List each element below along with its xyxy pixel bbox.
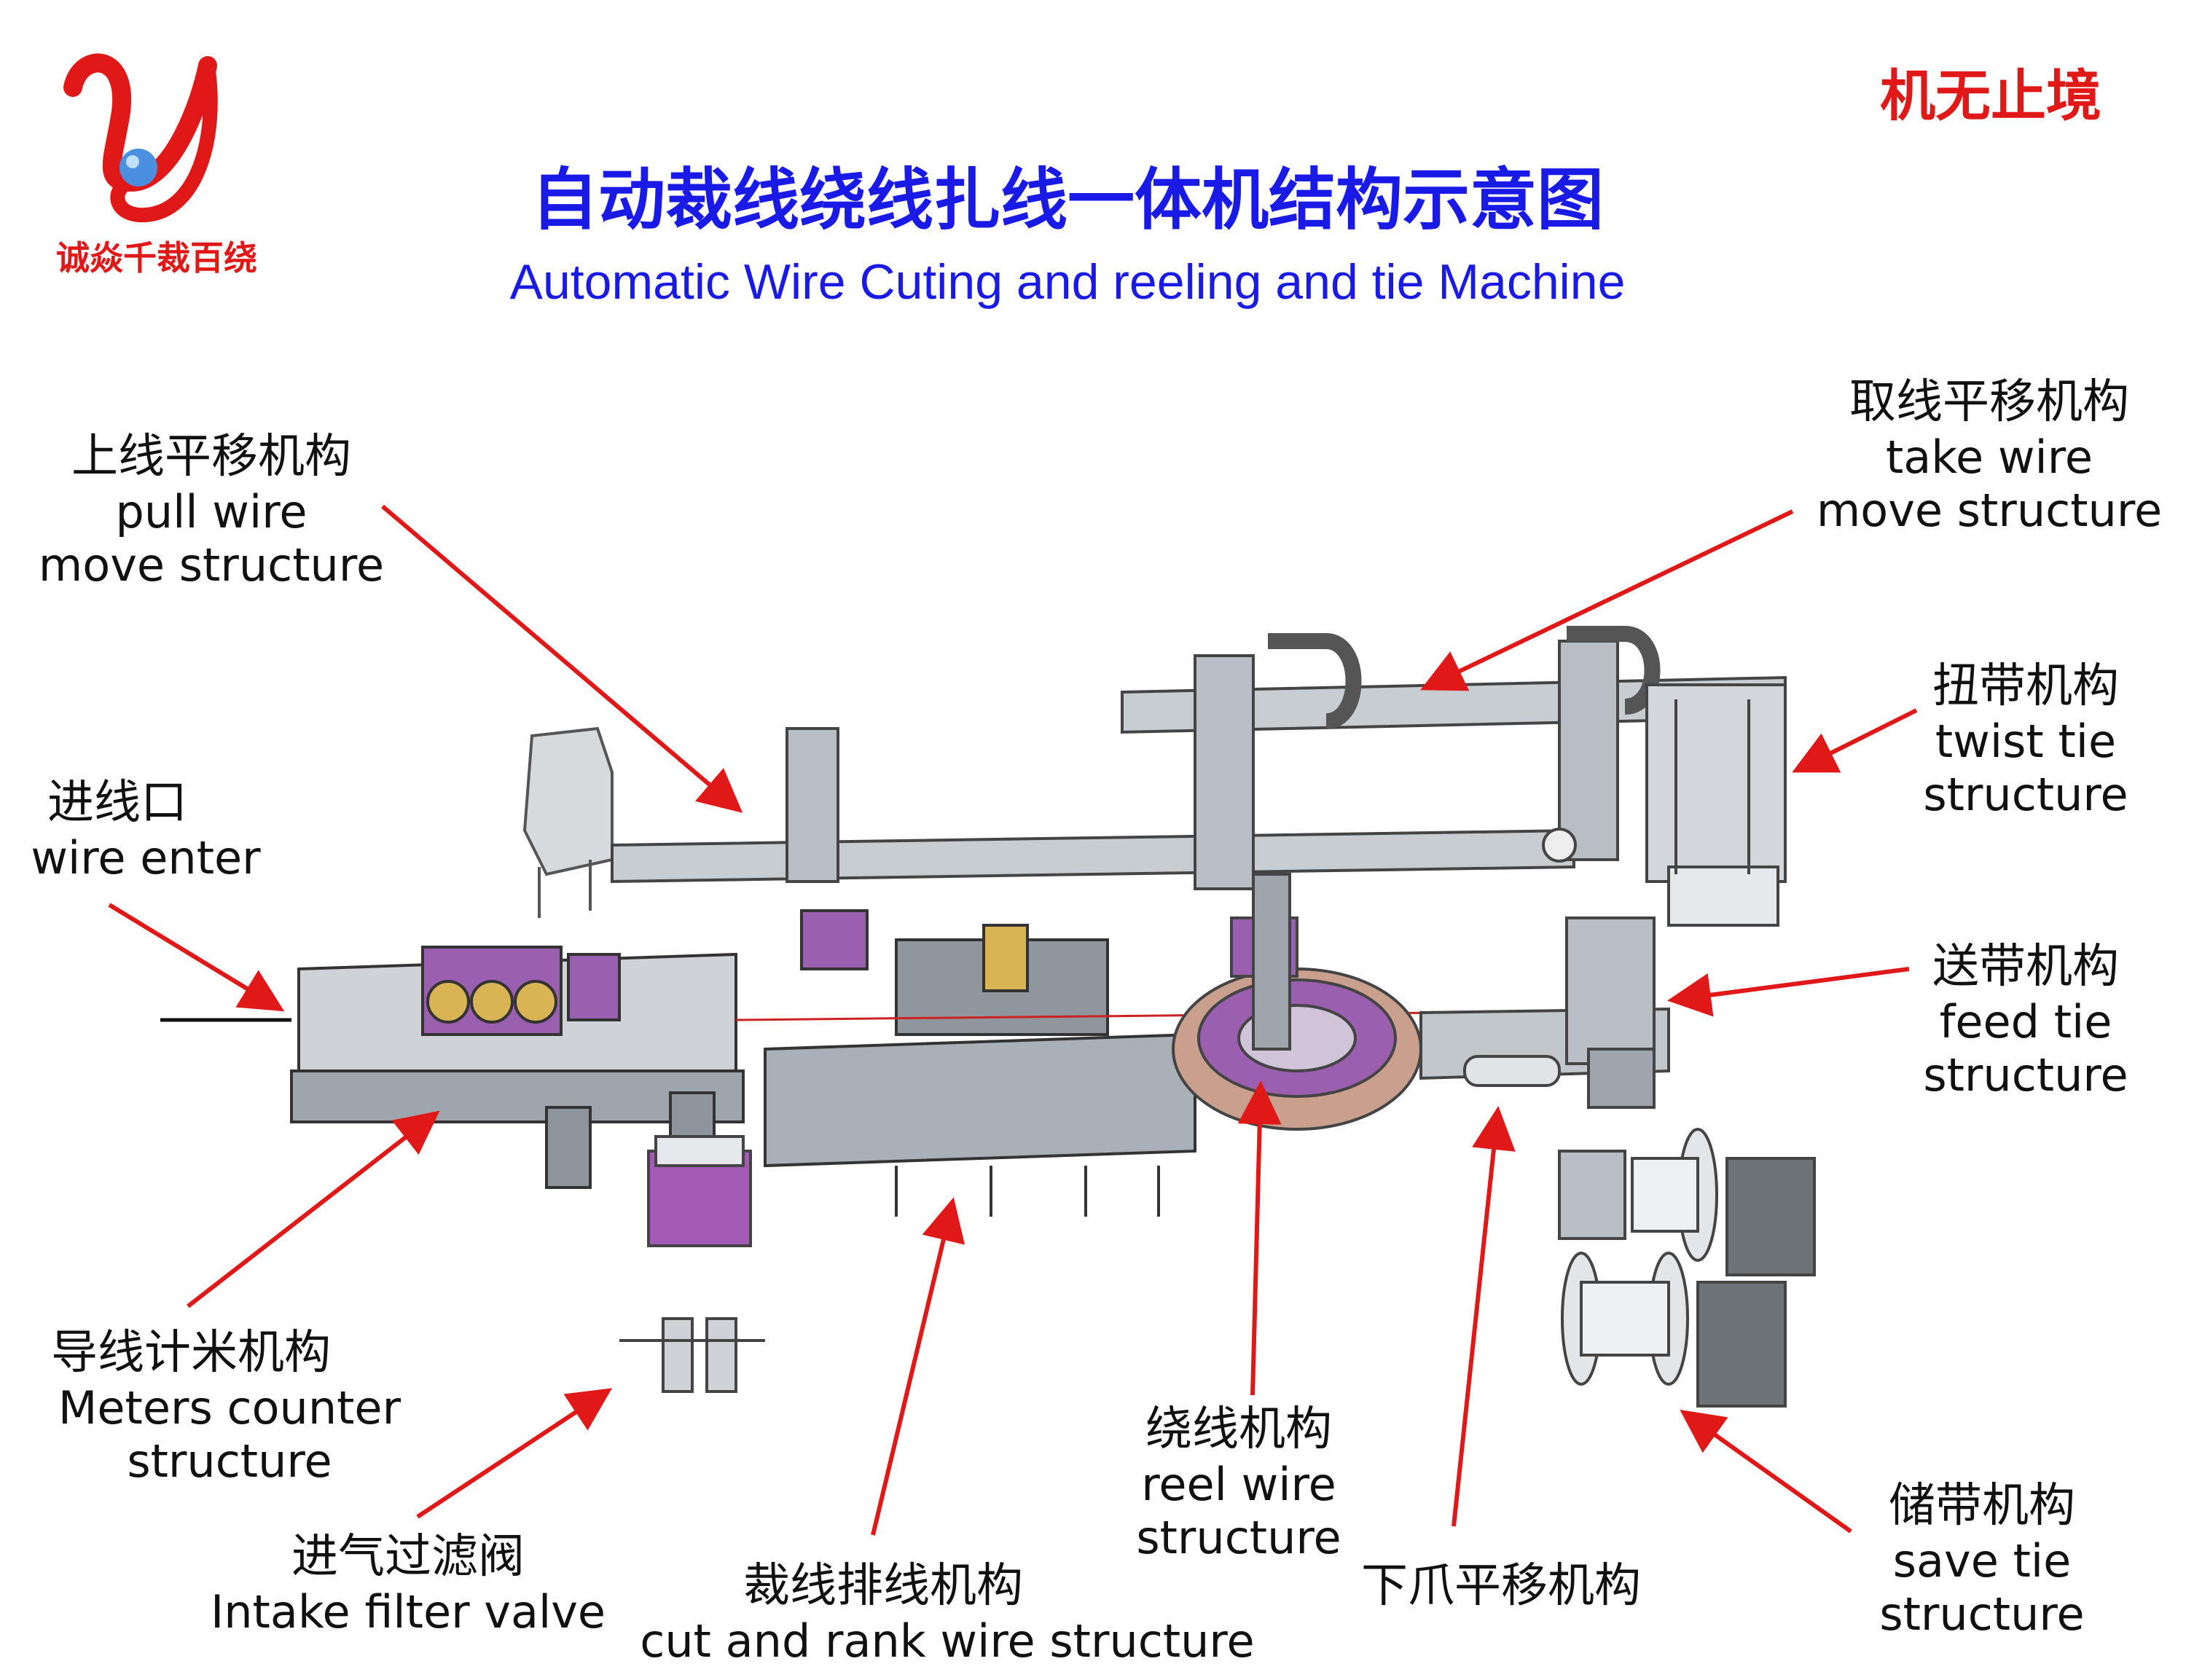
logo-y-icon bbox=[63, 53, 218, 223]
label-zh: 储带机构 bbox=[1889, 1479, 2075, 1533]
arrow-take-wire bbox=[1420, 509, 1794, 691]
label-zh: 进线口 bbox=[47, 776, 187, 830]
air-tank bbox=[522, 726, 614, 918]
label-en: feed tie bbox=[1939, 994, 2112, 1048]
reel-wire-module bbox=[1172, 873, 1422, 1131]
arrow-feed-tie bbox=[1667, 967, 1910, 1017]
page-subtitle: Automatic Wire Cuting and reeling and ti… bbox=[509, 254, 1626, 310]
label-en: cut and rank wire structure bbox=[640, 1614, 1255, 1668]
label-zh: 取线平移机构 bbox=[1849, 375, 2129, 429]
label-en: twist tie bbox=[1935, 714, 2117, 768]
label-zh: 进气过滤阀 bbox=[291, 1530, 525, 1584]
label-zh: 裁线排线机构 bbox=[743, 1559, 1023, 1613]
arrow-cut-rank bbox=[871, 1197, 965, 1536]
cut-rank-module bbox=[764, 909, 1196, 1217]
slogan: 机无止境 bbox=[1880, 63, 2101, 128]
arrow-wire-enter bbox=[108, 903, 285, 1012]
arrow-meters-counter bbox=[187, 1110, 440, 1308]
meters-counter-module bbox=[290, 946, 745, 1189]
label-en: structure bbox=[1879, 1587, 2085, 1641]
label-en: structure bbox=[1136, 1510, 1341, 1564]
logo bbox=[51, 36, 240, 226]
label-en: Meters counter bbox=[58, 1381, 401, 1434]
label-intake-filter: 进气过滤阀 Intake filter valve bbox=[204, 1530, 612, 1638]
label-wire-enter: 进线口 wire enter bbox=[22, 776, 270, 884]
label-en: structure bbox=[1923, 767, 2128, 821]
arrow-lower-claw bbox=[1452, 1106, 1516, 1527]
save-tie-module bbox=[1558, 1128, 1816, 1408]
label-en: structure bbox=[127, 1434, 332, 1488]
arrow-reel-wire bbox=[1237, 1080, 1282, 1396]
page-title: 自动裁线绕线扎线一体机结构示意图 bbox=[530, 161, 1604, 239]
label-en: structure bbox=[1923, 1048, 2128, 1102]
label-en: pull wire bbox=[115, 484, 307, 538]
label-zh: 送带机构 bbox=[1932, 940, 2119, 994]
label-en: move structure bbox=[1816, 483, 2163, 537]
label-en: wire enter bbox=[31, 831, 261, 884]
label-en: take wire bbox=[1885, 430, 2093, 484]
label-en: move structure bbox=[38, 538, 385, 592]
label-zh: 导线计米机构 bbox=[51, 1326, 331, 1380]
arrow-pull-wire bbox=[381, 504, 743, 813]
label-twist-tie: 扭带机构 twist tie structure bbox=[1909, 659, 2142, 821]
label-save-tie: 储带机构 save tie structure bbox=[1865, 1479, 2099, 1641]
label-lower-claw: 下爪平移机构 bbox=[1341, 1559, 1661, 1614]
bin-and-filter bbox=[619, 1135, 765, 1393]
arrow-twist-tie bbox=[1792, 708, 1918, 773]
label-feed-tie: 送带机构 feed tie structure bbox=[1909, 940, 2142, 1102]
label-meters-counter: 导线计米机构 Meters counter structure bbox=[36, 1326, 423, 1488]
upper-rails bbox=[611, 626, 1787, 890]
annotation-arrows bbox=[108, 504, 1918, 1536]
arrow-save-tie bbox=[1680, 1410, 1852, 1534]
twist-tie-module bbox=[1645, 683, 1787, 927]
label-zh: 下爪平移机构 bbox=[1361, 1559, 1641, 1613]
label-en: reel wire bbox=[1141, 1457, 1336, 1511]
logo-text: 诚焱千裁百绕 bbox=[56, 238, 257, 278]
feed-tie-module bbox=[1565, 916, 1656, 1109]
label-zh: 扭带机构 bbox=[1932, 659, 2119, 713]
label-take-wire: 取线平移机构 take wire move structure bbox=[1807, 375, 2171, 537]
label-en: Intake filter valve bbox=[210, 1585, 606, 1638]
label-cut-rank: 裁线排线机构 cut and rank wire structure bbox=[634, 1559, 1261, 1668]
arrow-intake-filter bbox=[416, 1388, 613, 1519]
label-en: save tie bbox=[1892, 1534, 2072, 1587]
label-reel-wire: 绕线机构 reel wire structure bbox=[1115, 1402, 1363, 1564]
label-zh: 绕线机构 bbox=[1145, 1402, 1332, 1456]
label-pull-wire: 上线平移机构 pull wire move structure bbox=[29, 430, 393, 592]
label-zh: 上线平移机构 bbox=[71, 430, 351, 484]
